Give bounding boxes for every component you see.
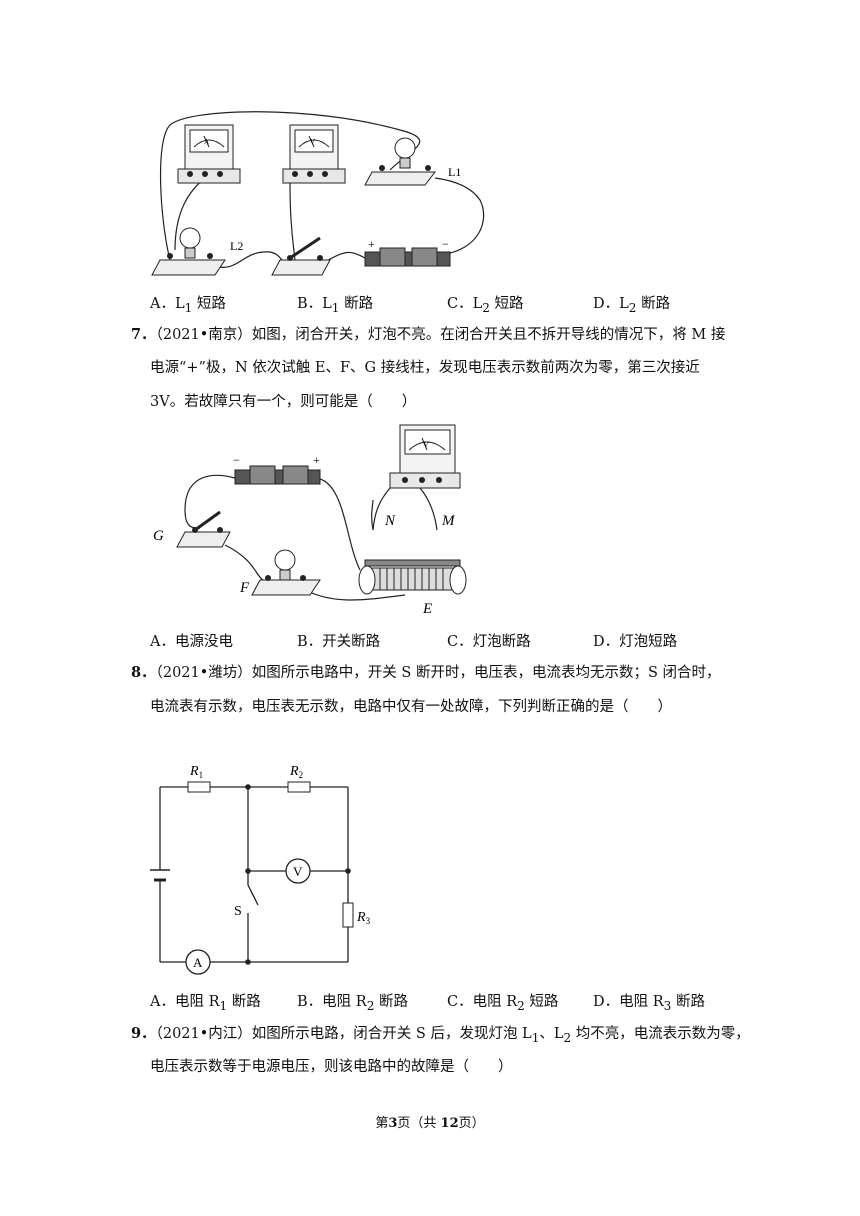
q8-resistor-r1: R1: [187, 764, 211, 793]
q8-switch-label: S: [234, 904, 242, 919]
q8-number: 8．: [131, 664, 156, 681]
svg-text:R1: R1: [189, 764, 203, 780]
q8-resistor-r2: R2: [287, 764, 311, 793]
q7-stem-line-2: 电源“+”极，N 依次试触 E、F、G 接线柱，发现电压表示数前两次为零，第三次…: [150, 360, 700, 376]
current-page-number: 3: [388, 1116, 398, 1131]
q7-rheostat: E: [358, 559, 467, 617]
q7-option-c[interactable]: C．灯泡断路: [447, 634, 531, 650]
q7-option-a[interactable]: A．电源没电: [150, 634, 233, 650]
q8-ammeter: A: [185, 949, 211, 975]
q7-m-label: M: [441, 513, 456, 529]
q6-switch: [271, 236, 331, 276]
q8-voltmeter: V: [285, 858, 311, 884]
q6-battery-plus: +: [368, 237, 375, 251]
q7-voltmeter: V: [389, 424, 461, 489]
svg-text:A: A: [193, 955, 203, 970]
q8-option-a[interactable]: A．电阻 R1 断路: [150, 994, 261, 1013]
q8-circuit-schematic: R1 R2 R3 V A S: [150, 764, 371, 975]
q9-stem-line-1: 9．（2021•内江）如图所示电路，闭合开关 S 后，发现灯泡 L1、L2 均不…: [131, 1025, 750, 1045]
q7-stem-line-3: 3V。若故障只有一个，则可能是（ ）: [150, 394, 417, 410]
q7-lamp: F: [239, 549, 321, 596]
svg-text:R2: R2: [289, 764, 303, 780]
q6-option-a[interactable]: A．L1 短路: [150, 296, 226, 315]
q8-battery: [150, 869, 170, 882]
q7-n-label: N: [384, 513, 396, 529]
total-page-count: 12: [440, 1116, 459, 1131]
q7-option-d[interactable]: D．灯泡短路: [593, 634, 678, 650]
q7-switch: G: [153, 510, 231, 548]
q6-voltmeter-label: V: [310, 138, 315, 146]
q7-e-label: E: [422, 601, 432, 617]
q6-circuit-figure: A V L1 L2 + −: [151, 111, 485, 276]
q7-option-b[interactable]: B．开关断路: [297, 634, 381, 650]
q6-option-b[interactable]: B．L1 断路: [297, 296, 374, 315]
q7-circuit-figure: V N M − + G F E: [153, 424, 467, 617]
q6-l1-label: L1: [448, 165, 461, 179]
q6-battery: + −: [364, 237, 451, 267]
q6-ammeter-label: A: [204, 138, 209, 146]
q7-stem-line-1: 7．（2021•南京）如图，闭合开关，灯泡不亮。在闭合开关且不拆开导线的情况下，…: [131, 326, 726, 343]
q7-number: 7．: [131, 326, 156, 343]
q7-battery-plus: +: [313, 453, 320, 467]
q6-option-d[interactable]: D．L2 断路: [593, 296, 671, 315]
q6-voltmeter: V: [282, 124, 346, 184]
q7-battery-minus: −: [233, 453, 240, 467]
q6-battery-minus: −: [442, 237, 449, 251]
svg-text:R3: R3: [356, 910, 371, 926]
q8-stem-line-1: 8．（2021•潍坊）如图所示电路中，开关 S 断开时，电压表，电流表均无示数；…: [131, 664, 721, 681]
q6-lamp-l2: L2: [151, 227, 243, 276]
q6-lamp-l1: L1: [364, 137, 461, 186]
q6-l2-label: L2: [230, 239, 243, 253]
q7-voltmeter-label: V: [423, 440, 429, 449]
q8-stem-line-2: 电流表有示数，电压表无示数，电路中仅有一处故障，下列判断正确的是（ ）: [150, 699, 672, 715]
q6-option-c[interactable]: C．L2 短路: [447, 296, 524, 315]
q8-option-d[interactable]: D．电阻 R3 断路: [593, 994, 705, 1013]
q8-resistor-r3: R3: [342, 902, 371, 928]
q7-f-label: F: [239, 580, 250, 596]
q8-option-b[interactable]: B．电阻 R2 断路: [297, 994, 408, 1013]
q9-stem-line-2: 电压表示数等于电源电压，则该电路中的故障是（ ）: [150, 1059, 513, 1075]
q8-option-c[interactable]: C．电阻 R2 短路: [447, 994, 559, 1013]
page-footer: 第3页（共 12页）: [375, 1116, 485, 1131]
q7-g-label: G: [153, 528, 164, 544]
svg-text:V: V: [293, 864, 303, 879]
q7-battery: − +: [233, 453, 321, 485]
q6-ammeter: A: [177, 124, 241, 184]
q9-number: 9．: [131, 1025, 156, 1042]
